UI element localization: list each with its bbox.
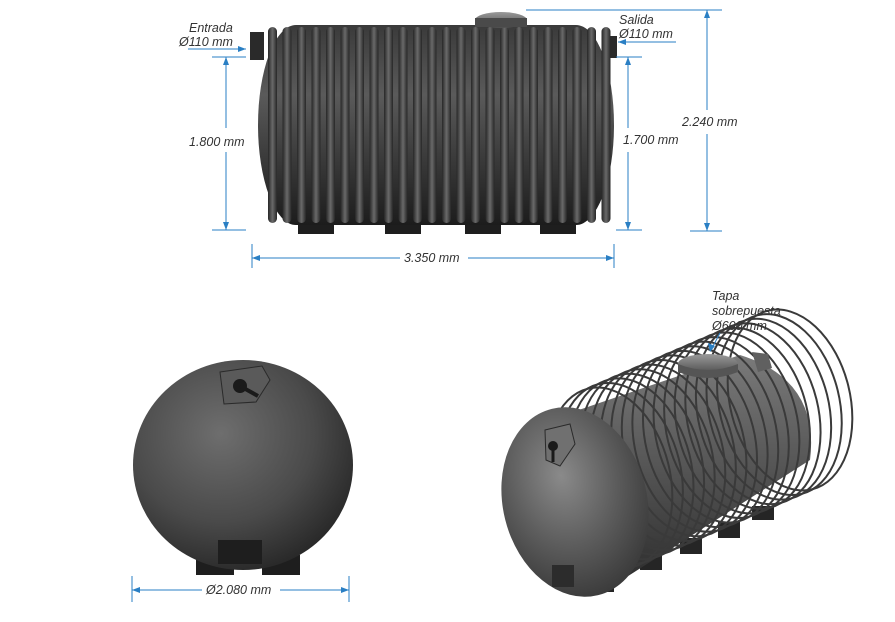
isometric-view-ribs	[546, 308, 854, 570]
side-rib	[413, 27, 422, 223]
side-rib	[500, 27, 509, 223]
side-rib	[601, 27, 611, 223]
side-rib	[529, 27, 538, 223]
side-view-dimensions	[188, 9, 722, 268]
side-rib	[369, 27, 379, 223]
isometric-view-end-cap	[501, 407, 649, 597]
inlet-height-label: 1.800 mm	[189, 135, 245, 149]
side-rib	[514, 27, 524, 223]
length-label: 3.350 mm	[404, 251, 460, 265]
side-rib	[587, 27, 596, 223]
side-rib	[282, 27, 292, 223]
total-height-label: 2.240 mm	[681, 115, 738, 129]
inlet-pipe	[250, 32, 264, 60]
diameter-label: Ø2.080 mm	[205, 583, 271, 597]
side-view	[250, 12, 617, 234]
end-view-bottom-plate	[218, 540, 262, 564]
end-view-dimensions	[131, 576, 350, 602]
side-rib	[485, 27, 495, 223]
side-rib	[398, 27, 408, 223]
side-rib	[442, 27, 451, 223]
isometric-view	[501, 308, 854, 597]
end-view	[133, 360, 353, 575]
inlet-name-label: Entrada	[189, 21, 233, 35]
side-rib	[311, 27, 321, 223]
side-rib	[456, 27, 466, 223]
side-rib	[297, 27, 306, 223]
side-rib	[326, 27, 335, 223]
lid-label-line1: Tapa	[712, 289, 739, 303]
lid-label-line2: sobrepuesta	[712, 304, 781, 318]
outlet-height-label: 1.700 mm	[623, 133, 679, 147]
side-rib	[427, 27, 437, 223]
outlet-name-label: Salida	[619, 13, 654, 27]
side-view-ribs	[268, 27, 611, 223]
outlet-diameter-label: Ø110 mm	[618, 27, 673, 41]
side-rib	[558, 27, 567, 223]
lid-diameter-label: Ø600 mm	[711, 319, 767, 333]
inlet-diameter-label: Ø110 mm	[178, 35, 233, 49]
lid-leader	[708, 332, 721, 352]
side-rib	[355, 27, 364, 223]
side-rib	[572, 27, 582, 223]
side-rib	[340, 27, 350, 223]
side-rib	[543, 27, 553, 223]
side-rib	[384, 27, 393, 223]
iso-rib	[726, 308, 854, 492]
side-rib	[471, 27, 480, 223]
side-rib	[268, 27, 277, 223]
end-view-body	[133, 360, 353, 570]
